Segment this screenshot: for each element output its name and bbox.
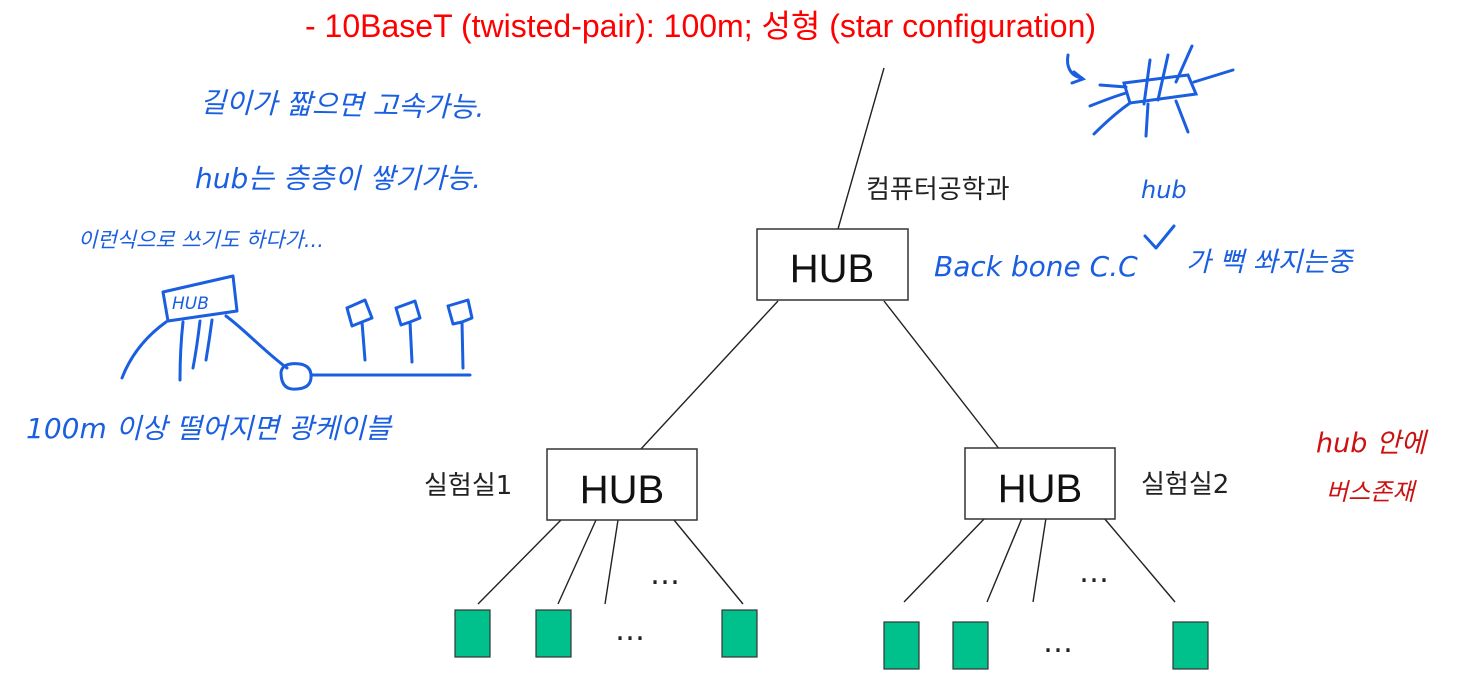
handwritten-notes-red: hub 안에 버스존재 (1316, 428, 1429, 506)
doodle-box (1122, 73, 1199, 105)
doodle-line-7 (1174, 99, 1190, 134)
doodle-line-4 (1156, 53, 1170, 102)
sketch-hub-bus (120, 274, 474, 391)
hub-main-box (756, 228, 909, 301)
ellipsis-right-lower: … (1043, 625, 1073, 660)
computer-node (454, 609, 491, 658)
note-short-length: 길이가 짧으면 고속가능. (200, 86, 485, 124)
doodle-line-5 (1174, 44, 1194, 84)
right-nodes (883, 621, 1209, 670)
ellipsis-left-upper: … (650, 557, 680, 592)
hub-right: HUB (964, 447, 1116, 520)
ellipsis-left-lower: … (615, 613, 645, 648)
doodle-line-1 (1088, 91, 1128, 108)
note-hub-stack: hub는 층층이 쌓기가능. (195, 162, 481, 195)
sketch-repeater (279, 362, 313, 391)
doodle-line-2 (1092, 101, 1132, 136)
link-right-pc4 (1103, 517, 1176, 603)
sketch-station-2 (394, 299, 422, 364)
left-nodes (454, 609, 758, 658)
link-left-pc2 (557, 519, 597, 605)
sketch-station-1 (345, 298, 374, 362)
handwritten-notes-right: hub Back bone C.C 가 뻑 쏴지는중 (934, 176, 1354, 283)
doodle-line-3 (1142, 58, 1152, 106)
hub-left-name: 실험실1 (424, 471, 512, 501)
computer-node (535, 609, 572, 658)
hub-left-box (546, 448, 698, 521)
note-bus-inside-2: 버스존재 (1326, 478, 1417, 506)
hub-main-label: HUB (790, 247, 874, 291)
hub-main-name: 컴퓨터공학과 (866, 175, 1010, 205)
computer-node (1172, 621, 1209, 670)
doodle-line-6 (1144, 102, 1150, 138)
note-bus-inside-1: hub 안에 (1316, 428, 1429, 459)
link-left-pc4 (673, 519, 744, 605)
sketch-hub-box (161, 274, 239, 323)
doodle-line-8 (1192, 68, 1235, 84)
sketch-wire-3 (191, 319, 202, 370)
hub-main: HUB (756, 228, 909, 301)
sketch-station-3 (446, 298, 474, 370)
sketch-star-doodle (1066, 44, 1235, 138)
uplink-line (837, 67, 885, 230)
note-this-way: 이런식으로 쓰기도 하다가... (78, 228, 324, 252)
hub-left: HUB (546, 448, 698, 521)
sketch-wire-5 (224, 314, 289, 370)
link-right-pc2 (986, 517, 1023, 603)
link-left-pc3 (604, 519, 619, 605)
sketch-wire-1 (120, 320, 168, 380)
note-backbone: Back bone C.C (934, 250, 1138, 283)
doodle-arrow (1066, 53, 1087, 85)
hub-right-label: HUB (998, 467, 1082, 511)
hub-left-label: HUB (580, 468, 664, 512)
sketch-hub-label: HUB (172, 294, 209, 314)
computer-node (721, 609, 758, 658)
link-right-pc3 (1032, 517, 1047, 603)
caret-mark (1143, 224, 1176, 250)
link-right-pc1 (903, 517, 986, 603)
ellipsis-right-upper: … (1079, 555, 1109, 590)
hub-right-box (964, 447, 1116, 520)
tree-lines (477, 67, 1176, 605)
title-text: - 10BaseT (twisted-pair): 100m; 성형 (star… (305, 8, 1096, 44)
handwritten-notes-left: 길이가 짧으면 고속가능. hub는 층층이 쌓기가능. 이런식으로 쓰기도 하… (26, 86, 485, 445)
sketch-wire-4 (204, 318, 214, 362)
link-main-left (639, 300, 779, 451)
link-left-pc1 (477, 519, 562, 605)
note-hub-word: hub (1141, 176, 1187, 204)
computer-node (952, 621, 989, 670)
sketch-wire-2 (178, 320, 185, 382)
note-distance: 100m 이상 떨어지면 광케이블 (26, 412, 393, 445)
doodle-line-9 (1098, 83, 1128, 89)
note-dispersing: 가 뻑 쏴지는중 (1186, 247, 1354, 278)
hub-right-name: 실험실2 (1141, 470, 1229, 500)
link-main-right (883, 300, 1001, 451)
computer-node (883, 621, 920, 670)
